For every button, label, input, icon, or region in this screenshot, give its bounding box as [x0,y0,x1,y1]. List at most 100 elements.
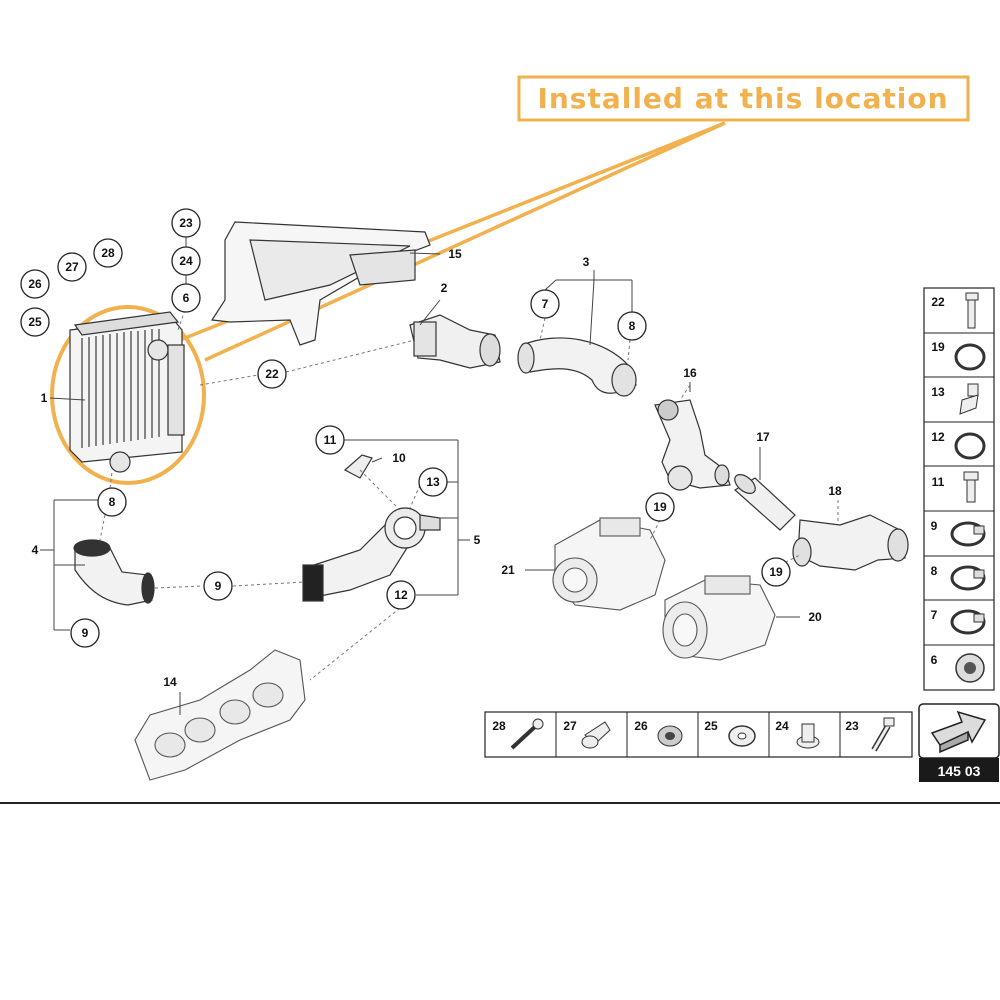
svg-text:22: 22 [931,295,945,309]
callout-box [517,75,970,122]
svg-text:24: 24 [775,719,789,733]
bolt-icon [965,292,979,329]
svg-text:8: 8 [931,564,938,578]
svg-text:8: 8 [629,319,636,333]
part-bubble-7[interactable]: 7 [530,289,560,319]
svg-text:25: 25 [704,719,718,733]
callout-highlight-ring [50,305,206,485]
label-3: 3 [583,255,590,269]
svg-text:25: 25 [28,315,42,329]
bolt-icon [963,471,979,503]
charge-pipe [517,337,637,397]
part-bubble-23[interactable]: 23 [171,208,201,238]
throttle-housing [409,314,501,369]
svg-text:13: 13 [426,475,440,489]
bottom-legend-item-25[interactable]: 25 [704,719,756,747]
side-legend-item-12[interactable]: 12 [931,430,986,460]
nut-icon [955,653,985,683]
part-bubble-27[interactable]: 27 [57,252,87,282]
part-bubble-13[interactable]: 13 [418,467,448,497]
label-16: 16 [683,366,697,380]
bottom-legend-item-26[interactable]: 26 [634,719,683,747]
svg-text:19: 19 [653,500,667,514]
elbow-pipe [654,399,731,491]
side-legend-item-9[interactable]: 9 [931,519,986,547]
side-legend-item-13[interactable]: 13 [931,383,979,415]
air-guide-shroud [210,221,431,346]
svg-text:26: 26 [634,719,648,733]
svg-text:12: 12 [931,430,945,444]
svg-text:27: 27 [65,260,79,274]
label-14: 14 [163,675,177,689]
svg-text:7: 7 [542,297,549,311]
bushing-icon [796,723,820,749]
side-legend-item-8[interactable]: 8 [931,564,986,591]
svg-text:24: 24 [179,254,193,268]
location-callout: Installed at this location [50,75,970,485]
label-4: 4 [32,543,39,557]
label-1: 1 [41,391,48,405]
part-bubble-19-lower[interactable]: 19 [761,557,791,587]
part-bubble-28[interactable]: 28 [93,238,123,268]
svg-text:28: 28 [101,246,115,260]
svg-text:6: 6 [183,291,190,305]
label-21: 21 [501,563,515,577]
part-bubble-9-left[interactable]: 9 [70,618,100,648]
solid-leader-lines [40,236,800,715]
part-bubble-24[interactable]: 24 [171,246,201,276]
svg-text:13: 13 [931,385,945,399]
label-5: 5 [474,533,481,547]
part-bubble-8-lower[interactable]: 8 [97,487,127,517]
side-legend-item-7[interactable]: 7 [931,608,986,635]
bottom-legend: 28 27 26 25 24 23 [484,711,913,758]
turbo-outlet-pipe [792,514,909,571]
bracket [343,454,373,479]
part-bubble-25[interactable]: 25 [20,307,50,337]
o-ring-icon [954,432,986,460]
side-legend-item-22[interactable]: 22 [931,292,979,329]
side-legend-item-11[interactable]: 11 [932,471,979,503]
pressure-hose [73,539,155,606]
svg-text:22: 22 [265,367,279,381]
turbocharger-right [662,575,776,661]
side-legend-item-19[interactable]: 19 [931,340,986,371]
svg-text:23: 23 [179,216,193,230]
bottom-legend-item-23[interactable]: 23 [845,717,895,752]
part-bubble-19-upper[interactable]: 19 [645,492,675,522]
label-17: 17 [756,430,770,444]
svg-text:12: 12 [394,588,408,602]
part-bubble-8-upper[interactable]: 8 [617,311,647,341]
plain-part-labels: 1 2 3 4 5 10 14 15 16 17 18 20 21 [32,247,842,689]
nozzle-icon [959,383,979,415]
part-bubble-9-center[interactable]: 9 [203,571,233,601]
svg-text:9: 9 [215,579,222,593]
part-bubble-22[interactable]: 22 [257,359,287,389]
intercooler [69,311,185,473]
part-number-bubbles: 28 27 26 25 23 24 6 22 7 8 8 9 9 11 13 1… [20,208,791,648]
label-15: 15 [448,247,462,261]
svg-text:19: 19 [769,565,783,579]
turbocharger-left [552,517,666,611]
svg-text:11: 11 [932,475,945,489]
svg-text:19: 19 [931,340,945,354]
side-legend-item-6[interactable]: 6 [931,653,985,683]
arrow-icon [930,710,987,754]
part-bubble-12[interactable]: 12 [386,580,416,610]
part-bubble-6[interactable]: 6 [171,283,201,313]
nut-icon [657,725,683,747]
part-bubble-26[interactable]: 26 [20,269,50,299]
part-bubble-11[interactable]: 11 [315,425,345,455]
bottom-legend-item-27[interactable]: 27 [563,719,611,749]
svg-text:23: 23 [845,719,859,733]
svg-text:7: 7 [931,608,938,622]
bolt-icon [871,717,895,752]
label-20: 20 [808,610,822,624]
svg-text:9: 9 [82,626,89,640]
connecting-hose [733,474,796,531]
svg-text:28: 28 [492,719,506,733]
diagram-reference: 145 03 [918,703,1000,782]
bottom-legend-item-28[interactable]: 28 [492,718,544,750]
bottom-legend-item-24[interactable]: 24 [775,719,820,749]
svg-text:26: 26 [28,277,42,291]
label-2: 2 [441,281,448,295]
